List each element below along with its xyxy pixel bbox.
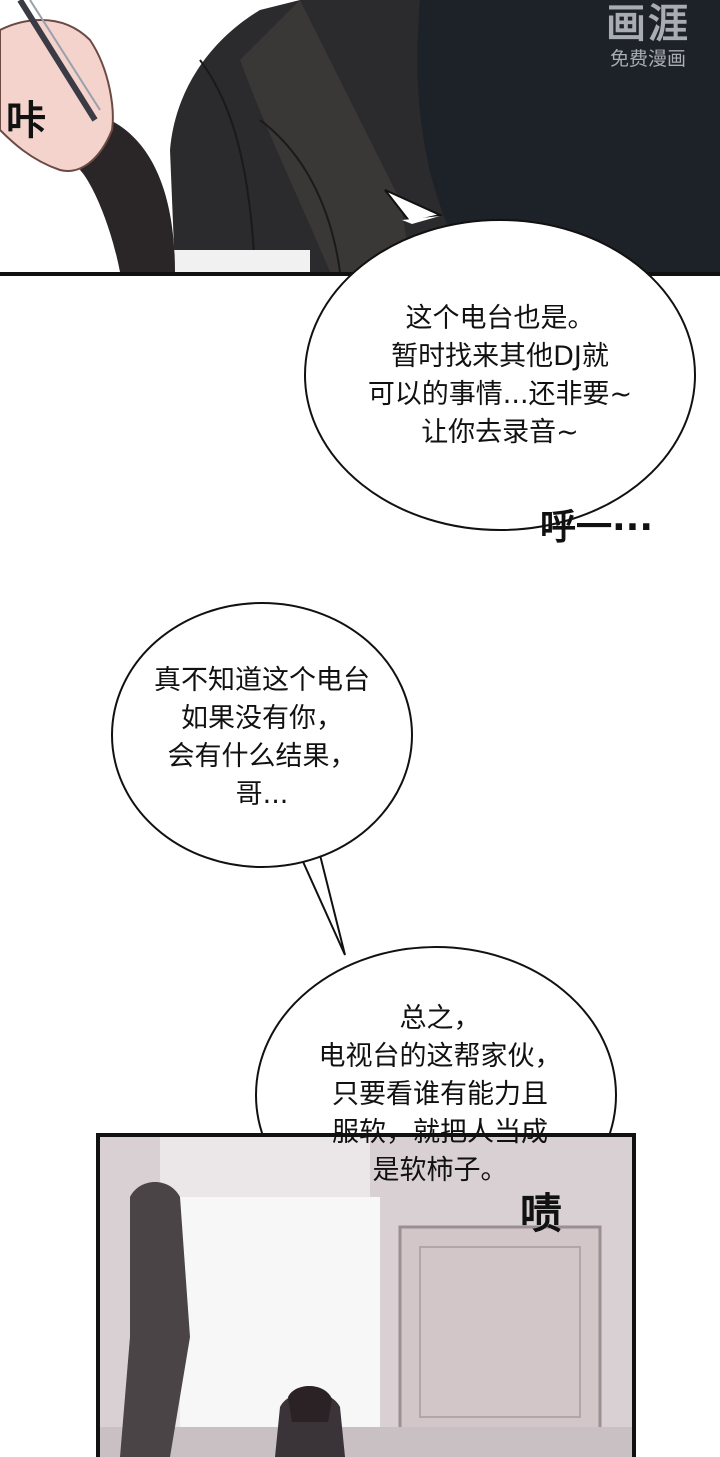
sfx-click: 咔 xyxy=(6,98,46,144)
bubble-1-line-2: 暂时找来其他DJ就 xyxy=(391,341,609,372)
sfx-tsk: 啧 xyxy=(520,1189,563,1238)
bubble-1-line-3: 可以的事情...还非要~ xyxy=(367,379,633,410)
bubble-3-text: 总之， 电视台的这帮家伙， 只要看谁有能力且 服软，就把人当成 是软柿子。 xyxy=(270,1000,610,1190)
bubble-3-line-5: 是软柿子。 xyxy=(372,1155,508,1186)
top-panel-art xyxy=(0,0,720,272)
bottom-panel xyxy=(96,1133,636,1457)
bubble-3-line-1: 总之， xyxy=(399,1003,481,1034)
watermark-logo: 画涯 xyxy=(606,1,690,47)
bubble-3-line-3: 只要看谁有能力且 xyxy=(332,1079,548,1110)
bubble-1-line-1: 这个电台也是。 xyxy=(405,303,595,334)
bubble-1 xyxy=(304,219,696,531)
bubble-2-line-1: 真不知道这个电台 xyxy=(154,665,370,696)
bubble-2-line-4: 哥... xyxy=(235,779,289,810)
bubble-1-line-4: 让你去录音~ xyxy=(421,417,579,448)
bubble-3-line-4: 服软，就把人当成 xyxy=(332,1117,548,1148)
bubble-1-text: 这个电台也是。 暂时找来其他DJ就 可以的事情...还非要~ 让你去录音~ xyxy=(330,300,670,452)
watermark: 画涯 免费漫画 xyxy=(606,0,690,70)
bubble-2-line-2: 如果没有你， xyxy=(181,703,343,734)
sfx-breath: 呼一··· xyxy=(540,507,654,548)
bubble-2-line-3: 会有什么结果， xyxy=(167,741,357,772)
bubble-2-text: 真不知道这个电台 如果没有你， 会有什么结果， 哥... xyxy=(112,662,412,814)
watermark-subtitle: 免费漫画 xyxy=(609,48,686,70)
bottom-panel-art xyxy=(100,1137,632,1457)
bubble-3-line-2: 电视台的这帮家伙， xyxy=(318,1041,562,1072)
top-panel: 咔 画涯 免费漫画 xyxy=(0,0,720,276)
bubble-2 xyxy=(111,602,413,868)
